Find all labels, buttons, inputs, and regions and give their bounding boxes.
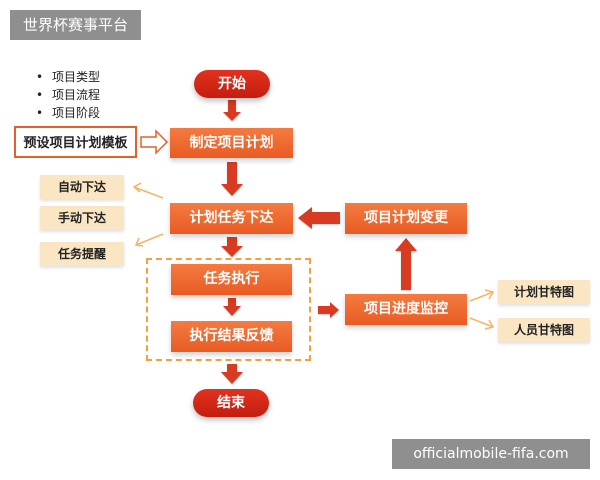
note-task-reminder: 任务提醒 <box>40 242 124 266</box>
note-manual-dispatch: 手动下达 <box>40 206 124 230</box>
start-node: 开始 <box>194 70 270 98</box>
arrowhead-gantt-staff <box>484 319 495 330</box>
bullet-item: • 项目流程 <box>36 86 100 104</box>
arrow-template-to-plan <box>140 129 169 155</box>
template-node: 预设项目计划模板 <box>14 126 137 158</box>
arrow-group-to-monitor <box>318 302 339 318</box>
bullet-dot: • <box>36 106 44 120</box>
connector-assign-to-remind <box>135 233 164 246</box>
arrow-group-to-end <box>221 364 243 384</box>
assign-node: 计划任务下达 <box>170 203 293 234</box>
arrowhead-gantt-plan <box>484 289 495 300</box>
site-label: 世界杯赛事平台 <box>10 10 141 40</box>
bullet-dot: • <box>36 70 44 84</box>
arrowhead-auto <box>132 182 142 193</box>
execute-node: 任务执行 <box>171 264 292 295</box>
note-plan-gantt: 计划甘特图 <box>498 280 590 304</box>
connector-assign-to-auto <box>133 186 164 199</box>
bullet-text: 项目阶段 <box>52 106 101 120</box>
note-auto-dispatch: 自动下达 <box>40 175 124 199</box>
connector-monitor-to-gantt-staff <box>469 317 494 328</box>
watermark: officialmobile-fifa.com <box>392 439 590 469</box>
note-staff-gantt: 人员甘特图 <box>498 318 590 342</box>
feedback-node: 执行结果反馈 <box>171 321 292 352</box>
arrowhead-remind <box>134 237 144 247</box>
monitor-node: 项目进度监控 <box>345 294 467 325</box>
connector-monitor-to-gantt-plan <box>469 291 494 302</box>
bullet-item: • 项目阶段 <box>36 104 100 122</box>
plan-node: 制定项目计划 <box>170 128 293 158</box>
end-node: 结束 <box>193 389 269 417</box>
bullet-text: 项目流程 <box>52 88 101 102</box>
bullet-text: 项目类型 <box>52 70 101 84</box>
arrow-start-to-plan <box>223 100 241 121</box>
arrow-assign-to-exec <box>221 237 243 257</box>
arrow-monitor-to-change <box>395 238 417 290</box>
change-node: 项目计划变更 <box>345 203 467 234</box>
arrow-plan-to-assign <box>221 162 243 196</box>
bullet-dot: • <box>36 88 44 102</box>
arrow-change-to-assign <box>298 207 340 229</box>
bullet-list: • 项目类型 • 项目流程 • 项目阶段 <box>36 68 100 122</box>
arrow-exec-to-feedback <box>223 298 241 316</box>
bullet-item: • 项目类型 <box>36 68 100 86</box>
execution-group-frame <box>146 258 311 361</box>
